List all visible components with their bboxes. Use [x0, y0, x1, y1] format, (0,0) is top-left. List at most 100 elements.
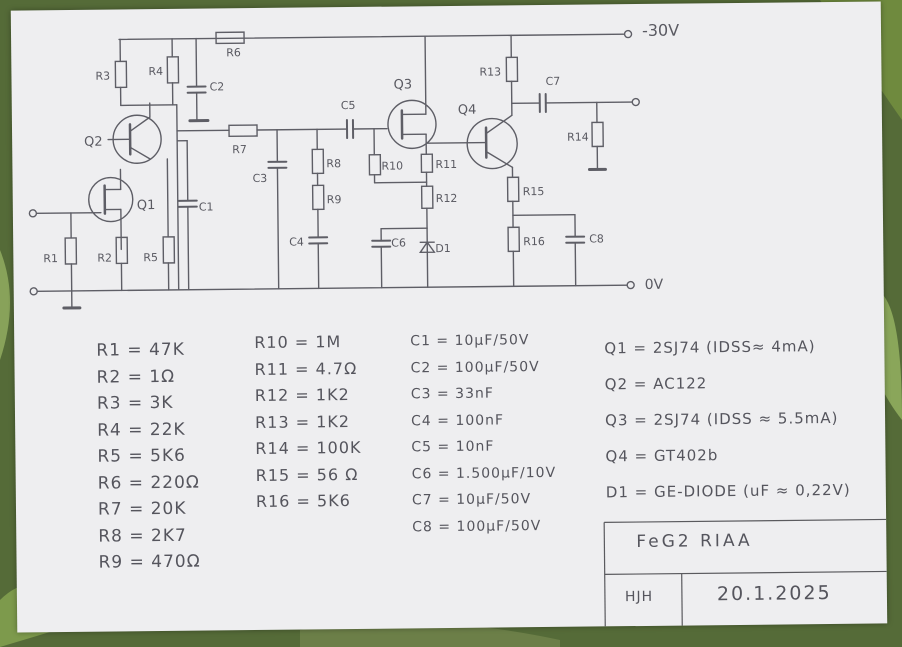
q3-label: Q3 — [393, 77, 412, 92]
c8-label: C8 — [589, 232, 604, 245]
d1-diode — [418, 227, 436, 288]
parts-line: R11 = 4.7Ω — [254, 358, 358, 379]
parts-line: R7 = 20K — [97, 498, 187, 520]
r11-resistor — [420, 153, 434, 173]
r15-label: R15 — [523, 185, 545, 198]
resistor-list-2: R10 = 1M R11 = 4.7Ω R12 = 1K2 R13 = 1K2 … — [254, 329, 362, 516]
r12-resistor — [420, 185, 434, 209]
supply-label: -30V — [642, 21, 679, 40]
d1-label: D1 — [435, 242, 451, 255]
title-block-title: FeG2 RIAA — [636, 530, 753, 553]
parts-line: C5 = 10nF — [411, 438, 495, 456]
parts-line: R14 = 100K — [255, 437, 362, 459]
q1-label: Q1 — [137, 198, 156, 213]
r14-label: R14 — [567, 131, 589, 144]
r4-label: R4 — [148, 65, 163, 78]
r5-label: R5 — [143, 251, 158, 264]
parts-line: D1 = GE-DIODE (uF ≈ 0,22V) — [605, 480, 851, 502]
parts-line: R16 = 5K6 — [255, 491, 351, 512]
input-terminal — [28, 209, 102, 218]
q3-jfet — [387, 35, 437, 155]
parts-line: R10 = 1M — [254, 332, 342, 353]
parts-line: R9 = 470Ω — [98, 551, 201, 573]
title-block-author: HJH — [624, 588, 654, 606]
parts-line: C2 = 100µF/50V — [410, 358, 540, 376]
r9-label: R9 — [327, 193, 342, 206]
r16-label: R16 — [523, 235, 545, 248]
r10-label: R10 — [381, 159, 403, 172]
q1-jfet — [88, 168, 134, 251]
q2-label: Q2 — [84, 135, 103, 150]
r11-label: R11 — [435, 158, 457, 171]
parts-line: C3 = 33nF — [410, 385, 494, 403]
parts-line: C7 = 10µF/50V — [411, 491, 532, 509]
parts-line: Q4 = GT402b — [605, 446, 719, 466]
c3-capacitor — [267, 129, 288, 290]
parts-line: R12 = 1K2 — [254, 385, 350, 406]
parts-line: Q2 = AC122 — [604, 374, 708, 394]
parts-line: R5 = 5K6 — [97, 445, 187, 467]
r6-resistor — [215, 31, 245, 45]
title-block — [603, 518, 887, 627]
parts-line: R8 = 2K7 — [98, 525, 187, 547]
r3-label: R3 — [95, 70, 110, 83]
parts-line: R13 = 1K2 — [254, 411, 351, 432]
parts-line: Q3 = 2SJ74 (IDSS ≈ 5.5mA) — [604, 408, 839, 430]
q2-transistor — [107, 102, 162, 164]
paper-sheet: -30V 0V R1 R2 R3 R4 R5 R6 R7 R8 R9 R10 R… — [10, 1, 888, 633]
r14-resistor — [591, 121, 604, 148]
parts-line: R3 = 3K — [96, 392, 174, 414]
parts-line: R2 = 1Ω — [96, 366, 176, 388]
r7-resistor — [228, 124, 258, 138]
q4-transistor — [425, 114, 518, 170]
c6-label: C6 — [391, 236, 406, 249]
c8-capacitor — [565, 213, 586, 287]
c1-capacitor — [176, 140, 198, 291]
r1-resistor — [64, 237, 78, 265]
r3-resistor — [114, 60, 128, 89]
r6-label: R6 — [226, 46, 241, 59]
r10-resistor — [368, 154, 382, 176]
c3-label: C3 — [252, 172, 267, 185]
r8-resistor — [311, 148, 325, 175]
ground-label: 0V — [645, 277, 664, 293]
circuit-schematic: -30V 0V R1 R2 R3 R4 R5 R6 R7 R8 R9 R10 R… — [28, 21, 679, 310]
r9-resistor — [311, 184, 325, 211]
c2-capacitor — [186, 37, 210, 123]
parts-line: C8 = 100µF/50V — [412, 517, 542, 535]
semiconductor-list: Q1 = 2SJ74 (IDSS≈ 4mA) Q2 = AC122 Q3 = 2… — [604, 328, 851, 511]
title-block-date: 20.1.2025 — [716, 582, 832, 606]
r12-label: R12 — [436, 192, 458, 205]
ground-rail — [29, 280, 635, 310]
parts-line: R4 = 22K — [97, 419, 186, 441]
c7-label: C7 — [545, 75, 560, 88]
parts-line: C6 = 1.500µF/10V — [411, 464, 557, 482]
r2-label: R2 — [97, 252, 112, 265]
parts-line: R15 = 56 Ω — [255, 464, 359, 485]
capacitor-list: C1 = 10µF/50V C2 = 100µF/50V C3 = 33nF C… — [410, 327, 557, 541]
q4-label: Q4 — [458, 103, 477, 118]
supply-rail — [118, 29, 633, 41]
c6-capacitor — [371, 228, 392, 289]
r5-resistor — [162, 236, 176, 264]
parts-line: R6 = 220Ω — [97, 472, 200, 494]
resistor-list-1: R1 = 47K R2 = 1Ω R3 = 3K R4 = 22K R5 = 5… — [96, 337, 201, 577]
r1-label: R1 — [43, 252, 58, 265]
parts-line: R1 = 47K — [96, 339, 185, 361]
c2-label: C2 — [210, 80, 225, 93]
r16-resistor — [507, 226, 521, 253]
c7-capacitor — [538, 92, 640, 114]
r13-resistor — [505, 56, 519, 83]
c4-capacitor — [308, 236, 329, 290]
r7-label: R7 — [232, 143, 247, 156]
c5-label: C5 — [341, 99, 356, 112]
r15-resistor — [506, 176, 520, 203]
parts-line: C1 = 10µF/50V — [410, 332, 530, 350]
parts-line: C4 = 100nF — [411, 411, 505, 429]
c5-capacitor — [345, 118, 388, 140]
c1-label: C1 — [199, 200, 214, 213]
parts-line: Q1 = 2SJ74 (IDSS≈ 4mA) — [604, 337, 816, 358]
r8-label: R8 — [326, 157, 341, 170]
c4-label: C4 — [289, 236, 304, 249]
r13-label: R13 — [479, 65, 501, 78]
